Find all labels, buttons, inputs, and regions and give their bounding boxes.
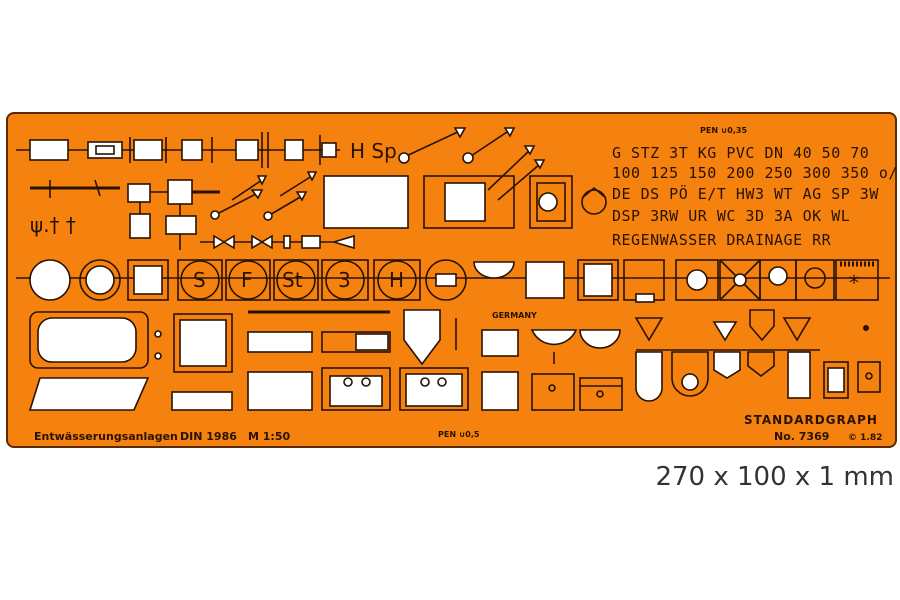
circle-letter-s: S	[193, 268, 206, 292]
circle-symbols-row	[16, 259, 890, 303]
pen-size-bottom: PEN ∪0,5	[438, 430, 480, 439]
scale-label: M 1:50	[248, 430, 290, 443]
label-row-5: REGENWASSER DRAINAGE RR	[612, 231, 832, 249]
valve-symbol-row	[200, 234, 355, 250]
din-standard: DIN 1986	[180, 430, 237, 443]
circle-letter-st: St	[282, 268, 303, 292]
sanitary-fixtures	[28, 309, 881, 411]
inspection-circle	[538, 192, 558, 212]
label-row-4: DSP 3RW UR WC 3D 3A OK WL	[612, 207, 850, 225]
label-row-2: 100 125 150 200 250 300 350 o/	[612, 164, 898, 182]
label-row-1: G STZ 3T KG PVC DN 40 50 70	[612, 144, 869, 162]
hsp-symbol-label: H Sp	[350, 139, 397, 163]
svg-text:*: *	[849, 271, 859, 295]
circle-letter-f: F	[241, 268, 253, 292]
circle-letter-h: H	[389, 268, 404, 292]
check-valve-arrows	[210, 145, 546, 221]
footer-title: Entwässerungsanlagen	[34, 430, 178, 443]
shaft-outline	[423, 175, 515, 229]
germany-label: GERMANY	[492, 311, 537, 320]
junction-symbols: ψ.† †	[30, 179, 220, 250]
label-row-3: DE DS PÖ E/T HW3 WT AG SP 3W	[612, 184, 879, 203]
valve-arrows	[398, 127, 516, 164]
copyright-mark: © 1.82	[848, 433, 882, 443]
svg-text:ψ.† †: ψ.† †	[30, 213, 76, 237]
circle-letter-3: 3	[338, 268, 351, 292]
model-number: No. 7369	[774, 430, 829, 443]
tank-cutout	[323, 175, 409, 229]
pipe-fittings-row	[16, 132, 340, 168]
dimensions-caption: 270 x 100 x 1 mm	[655, 462, 894, 492]
brand-name: STANDARDGRAPH	[744, 413, 878, 427]
pen-size-top: PEN ∪0,35	[700, 126, 747, 135]
shaft-cutout	[444, 182, 486, 222]
